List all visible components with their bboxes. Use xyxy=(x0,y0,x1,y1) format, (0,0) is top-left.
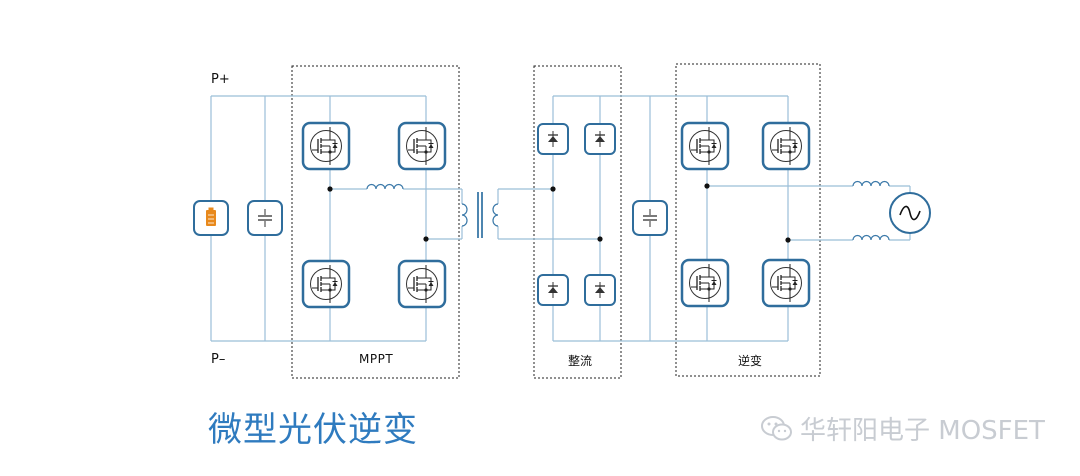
p-minus-label: P– xyxy=(211,352,226,367)
rectifier-diode-top-right-icon xyxy=(584,123,616,155)
mppt-label: MPPT xyxy=(359,352,394,366)
battery-icon xyxy=(193,200,229,236)
inverter-section-box xyxy=(675,63,821,377)
wechat-icon xyxy=(761,415,792,440)
junction-dots xyxy=(327,183,791,243)
inverter-label: 逆变 xyxy=(738,354,763,368)
inverter-mosfet-bottom-left-icon xyxy=(680,258,730,308)
mppt-mosfet-top-right-icon xyxy=(397,121,447,171)
watermark-text: 华轩阳电子 MOSFET xyxy=(800,416,1045,446)
dc-link-capacitor-icon xyxy=(632,200,668,236)
watermark: 华轩阳电子 MOSFET xyxy=(760,410,1045,447)
transformer xyxy=(461,192,499,238)
mppt-mosfet-top-left-icon xyxy=(301,121,351,171)
rectifier-section-box xyxy=(533,65,622,379)
inductor-ac-top xyxy=(852,180,890,187)
rectifier-diode-bottom-left-icon xyxy=(537,274,569,306)
caption-title: 微型光伏逆变 xyxy=(208,410,418,450)
input-capacitor-icon xyxy=(247,200,283,236)
mppt-mosfet-bottom-right-icon xyxy=(397,259,447,309)
inverter-mosfet-top-left-icon xyxy=(680,121,730,171)
inductor-primary xyxy=(366,183,404,190)
mppt-mosfet-bottom-left-icon xyxy=(301,259,351,309)
mppt-section-box xyxy=(291,65,460,379)
rectifier-diode-top-left-icon xyxy=(537,123,569,155)
rectifier-label: 整流 xyxy=(568,354,593,368)
inductor-ac-bottom xyxy=(852,234,890,241)
inverter-mosfet-bottom-right-icon xyxy=(761,258,811,308)
p-plus-label: P+ xyxy=(211,72,230,87)
inverter-mosfet-top-right-icon xyxy=(761,121,811,171)
ac-source-icon xyxy=(889,192,931,234)
rectifier-diode-bottom-right-icon xyxy=(584,274,616,306)
